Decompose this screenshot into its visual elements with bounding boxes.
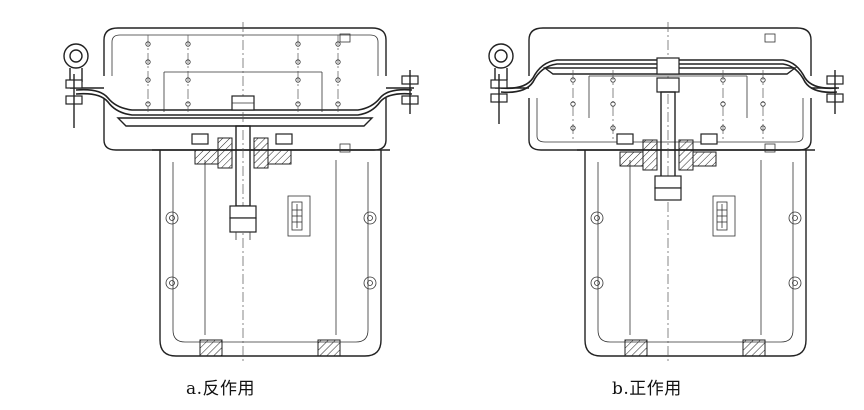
caption-reverse-action: a.反作用: [186, 379, 256, 399]
reverse-action-actuator: [63, 22, 419, 362]
direct-action-actuator: [488, 22, 844, 362]
caption-direct-action: b.正作用: [612, 379, 682, 399]
